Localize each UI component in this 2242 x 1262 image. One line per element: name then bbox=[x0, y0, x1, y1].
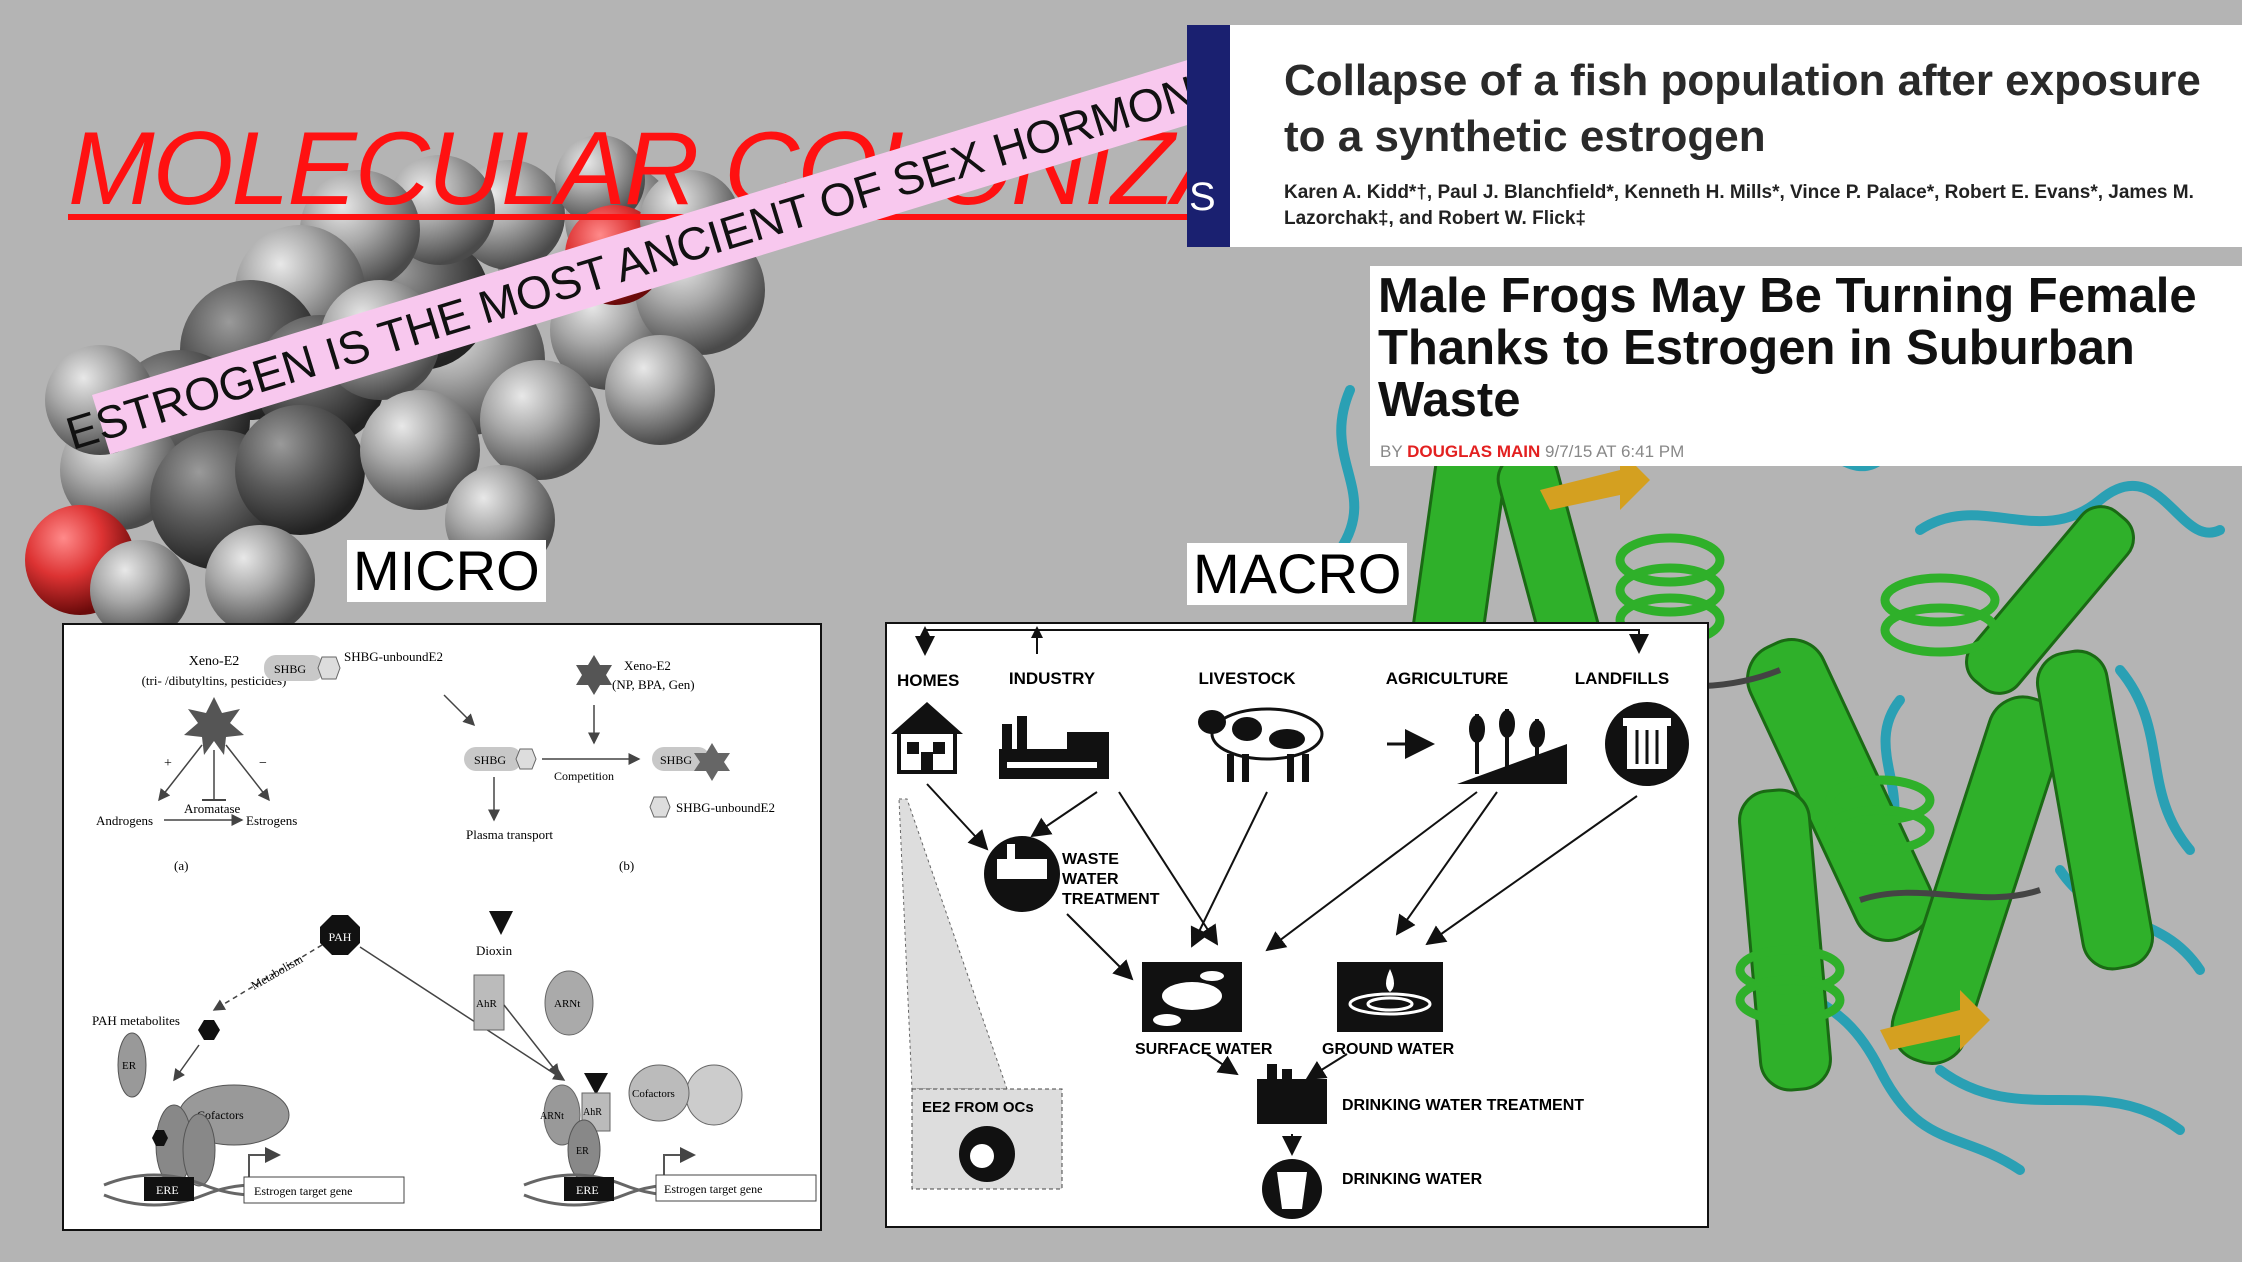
agriculture-label: AGRICULTURE bbox=[1386, 669, 1508, 688]
hex-icon bbox=[317, 656, 341, 680]
xeno-e2-b-label: Xeno-E2 bbox=[624, 658, 671, 673]
dwt-label: DRINKING WATER TREATMENT bbox=[1342, 1097, 1584, 1114]
shbg-shape bbox=[264, 655, 324, 681]
ere-box-1 bbox=[144, 1177, 194, 1201]
wwt-line-2: WATER bbox=[1062, 871, 1119, 888]
xeno-star-icon bbox=[184, 697, 244, 755]
livestock-label: LIVESTOCK bbox=[1199, 669, 1297, 688]
pah-octagon-icon bbox=[320, 915, 360, 955]
byline-prefix: BY bbox=[1380, 442, 1403, 461]
macro-label: MACRO bbox=[1187, 543, 1408, 605]
pills-icon bbox=[959, 1126, 1015, 1182]
target-gene-label-1: Estrogen target gene bbox=[254, 1184, 352, 1198]
hex-icon-2 bbox=[515, 748, 537, 770]
shbg-label-2: SHBG bbox=[474, 753, 506, 767]
er-label-2: ER bbox=[576, 1146, 589, 1157]
industry-label: INDUSTRY bbox=[1009, 669, 1096, 688]
crops-icon bbox=[1457, 709, 1567, 784]
paper-authors: Karen A. Kidd*†, Paul J. Blanchfield*, K… bbox=[1284, 182, 2194, 229]
paper-header-card: S Collapse of a fish population after ex… bbox=[1187, 25, 2242, 247]
target-gene-label-2: Estrogen target gene bbox=[664, 1182, 762, 1196]
xeno-e2-star-icon bbox=[576, 655, 612, 695]
panel-b-label: (b) bbox=[619, 858, 634, 873]
ee2-label: EE2 FROM OCs bbox=[922, 1099, 1034, 1116]
plasma-transport-label: Plasma transport bbox=[466, 827, 553, 842]
metabolite-hex-icon bbox=[198, 1020, 220, 1040]
cow-icon bbox=[1198, 707, 1324, 782]
factory-icon bbox=[999, 716, 1109, 779]
news-byline: BY DOUGLAS MAIN 9/7/15 AT 6:41 PM bbox=[1380, 442, 1684, 462]
target-gene-box-1 bbox=[243, 1176, 405, 1204]
androgens-label: Androgens bbox=[96, 813, 153, 828]
paper-title: Collapse of a fish population after expo… bbox=[1284, 56, 2201, 161]
ere-box-2 bbox=[564, 1177, 614, 1201]
ahr-shape bbox=[473, 974, 505, 1031]
micro-pathway-figure: Xeno-E2 (tri- /dibutyltins, pesticides) … bbox=[62, 623, 822, 1231]
macro-pathway-figure: HOMES INDUSTRY LIVESTOCK AGRICULTURE LAN… bbox=[885, 622, 1709, 1228]
pah-metabolites-label: PAH metabolites bbox=[92, 1013, 180, 1028]
surface-water-label: SURFACE WATER bbox=[1135, 1041, 1273, 1058]
shbg-unbound-label-2: SHBG-unboundE2 bbox=[676, 800, 775, 815]
bound-star-icon bbox=[694, 743, 730, 781]
arnt-label-1: ARNt bbox=[554, 998, 580, 1010]
dioxin-triangle-icon bbox=[489, 911, 513, 935]
drinking-water-plant-icon bbox=[1257, 1064, 1327, 1124]
shbg-unbound-label-1: SHBG-unboundE2 bbox=[344, 649, 443, 664]
wwt-line-1: WASTE bbox=[1062, 851, 1119, 868]
arnt-label-2: ARNt bbox=[540, 1111, 564, 1122]
aromatase-label: Aromatase bbox=[184, 801, 241, 816]
landfills-label: LANDFILLS bbox=[1575, 669, 1669, 688]
shbg-shape-2 bbox=[464, 747, 522, 771]
metabolism-label: Metabolism bbox=[249, 951, 306, 992]
trash-can-icon bbox=[1605, 702, 1689, 786]
ground-water-icon bbox=[1337, 962, 1443, 1032]
ere-label-2: ERE bbox=[576, 1183, 599, 1197]
ahr-label-2: AhR bbox=[583, 1107, 602, 1118]
news-author[interactable]: DOUGLAS MAIN bbox=[1407, 442, 1541, 461]
minus-sign: − bbox=[259, 756, 267, 771]
surface-water-icon bbox=[1142, 962, 1242, 1032]
wwt-line-3: TREATMENT bbox=[1062, 891, 1160, 908]
hex-icon-3 bbox=[649, 796, 671, 818]
er-shape-1 bbox=[117, 1032, 147, 1098]
news-title: Male Frogs May Be Turning Female Thanks … bbox=[1378, 269, 2197, 427]
home-icon bbox=[891, 702, 963, 774]
dw-label: DRINKING WATER bbox=[1342, 1171, 1483, 1188]
shbg-label-3: SHBG bbox=[660, 753, 692, 767]
shbg-label-1: SHBG bbox=[274, 662, 306, 676]
pah-label: PAH bbox=[329, 930, 352, 944]
dioxin-label: Dioxin bbox=[476, 943, 513, 958]
news-date: 9/7/15 AT 6:41 PM bbox=[1545, 442, 1685, 461]
micro-label: MICRO bbox=[347, 540, 546, 602]
journal-stripe: S bbox=[1187, 25, 1230, 247]
er-label-1: ER bbox=[122, 1060, 137, 1072]
ahr-label-1: AhR bbox=[476, 998, 497, 1010]
cofactors-label-2: Cofactors bbox=[632, 1088, 675, 1100]
estrogens-label: Estrogens bbox=[246, 813, 297, 828]
homes-label: HOMES bbox=[897, 671, 959, 690]
target-gene-box-2 bbox=[655, 1174, 817, 1202]
competition-label: Competition bbox=[554, 769, 614, 783]
xeno-e2-label: Xeno-E2 bbox=[189, 654, 240, 669]
ground-water-label: GROUND WATER bbox=[1322, 1041, 1455, 1058]
ere-label-1: ERE bbox=[156, 1183, 179, 1197]
plus-sign: + bbox=[164, 756, 172, 771]
arnt-shape bbox=[544, 970, 594, 1036]
panel-a-label: (a) bbox=[174, 858, 188, 873]
wastewater-plant-icon bbox=[984, 836, 1060, 912]
news-headline-card: Male Frogs May Be Turning Female Thanks … bbox=[1370, 266, 2242, 466]
xeno-e2-b-sources: (NP, BPA, Gen) bbox=[612, 677, 695, 692]
journal-logo-glyph: S bbox=[1189, 175, 1216, 219]
dioxin-bound-icon bbox=[584, 1073, 608, 1095]
drinking-glass-icon bbox=[1262, 1159, 1322, 1219]
cofactors-label-1: Cofactors bbox=[197, 1108, 244, 1122]
xeno-e2-sources: (tri- /dibutyltins, pesticides) bbox=[142, 673, 287, 688]
estrogen-molecule-illustration bbox=[25, 135, 765, 640]
